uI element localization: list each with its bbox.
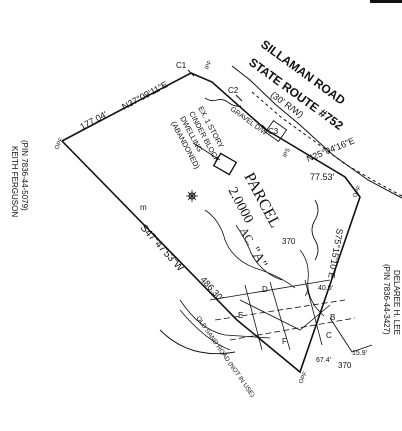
point-label-b: B bbox=[330, 313, 335, 322]
neighbor-east-pin: (PIN 7836-44-3427) bbox=[382, 264, 391, 335]
neighbor-west-pin: (PIN 7836-44-5079) bbox=[20, 140, 29, 211]
dimension-67: 67.4' bbox=[316, 357, 331, 364]
curve-c3-label: C3 bbox=[268, 127, 279, 136]
point-label-f: F bbox=[282, 337, 287, 346]
parcel-letter: "A" bbox=[246, 245, 269, 271]
contour-line-1 bbox=[204, 209, 296, 289]
curve-c2-label: C2 bbox=[228, 86, 239, 95]
west-distance-label: 486.30' bbox=[199, 275, 226, 304]
dimension-40: 40.0' bbox=[318, 285, 333, 292]
dimension-leader-15 bbox=[329, 317, 373, 353]
road-edge-north bbox=[231, 65, 402, 199]
old-road-line bbox=[159, 329, 236, 355]
curve-c1-label: C1 bbox=[176, 61, 187, 70]
well-label: m bbox=[140, 203, 147, 212]
top-distance-label: N37°09'11"E bbox=[120, 79, 169, 111]
opf-marker-west: OPF bbox=[54, 137, 65, 151]
point-label-e: E bbox=[238, 311, 243, 320]
c3-box bbox=[264, 120, 288, 142]
dimension-15: 15.9' bbox=[352, 350, 367, 357]
well-rays-icon bbox=[186, 190, 198, 202]
neighbor-east-name: DELAREE H. LEE bbox=[392, 270, 401, 335]
point-label-a: A bbox=[305, 289, 311, 298]
dwelling-footprint bbox=[212, 152, 238, 176]
ipf-marker-east: IPS bbox=[282, 148, 292, 159]
point-label-c: C bbox=[326, 331, 332, 340]
contour-wavy bbox=[311, 199, 319, 261]
contour-line-3 bbox=[299, 249, 325, 317]
opf-marker-south: OPF bbox=[298, 371, 309, 385]
southeast-bearing-label: S75°15'10"E bbox=[326, 228, 345, 280]
drainfield-lines bbox=[179, 279, 356, 351]
dwelling-leader bbox=[192, 142, 221, 161]
road-centerline bbox=[251, 91, 402, 197]
west-bearing-label: S47°47'53"W bbox=[138, 223, 186, 275]
elevation-370-upper: 370 bbox=[282, 237, 296, 246]
gravel-drive-label: GRAVEL D/W bbox=[229, 106, 268, 137]
east-bearing-label: N25°04'16"E bbox=[305, 135, 356, 163]
top-bearing-label: 177.04' bbox=[78, 109, 109, 132]
parcel-area-unit: AC. bbox=[237, 226, 256, 248]
elevation-370-lower: 370 bbox=[338, 361, 352, 370]
neighbor-west-name: KEITH FERGUSON bbox=[10, 146, 19, 217]
east-distance-label: 77.53' bbox=[310, 172, 335, 182]
contour-line-2 bbox=[235, 224, 283, 281]
ipf-marker-north: IPF bbox=[204, 60, 214, 71]
point-label-d: D bbox=[262, 285, 268, 294]
opf-marker-east: OPF bbox=[352, 185, 363, 199]
corner-mark bbox=[370, 0, 402, 3]
gravel-drive bbox=[204, 97, 242, 107]
